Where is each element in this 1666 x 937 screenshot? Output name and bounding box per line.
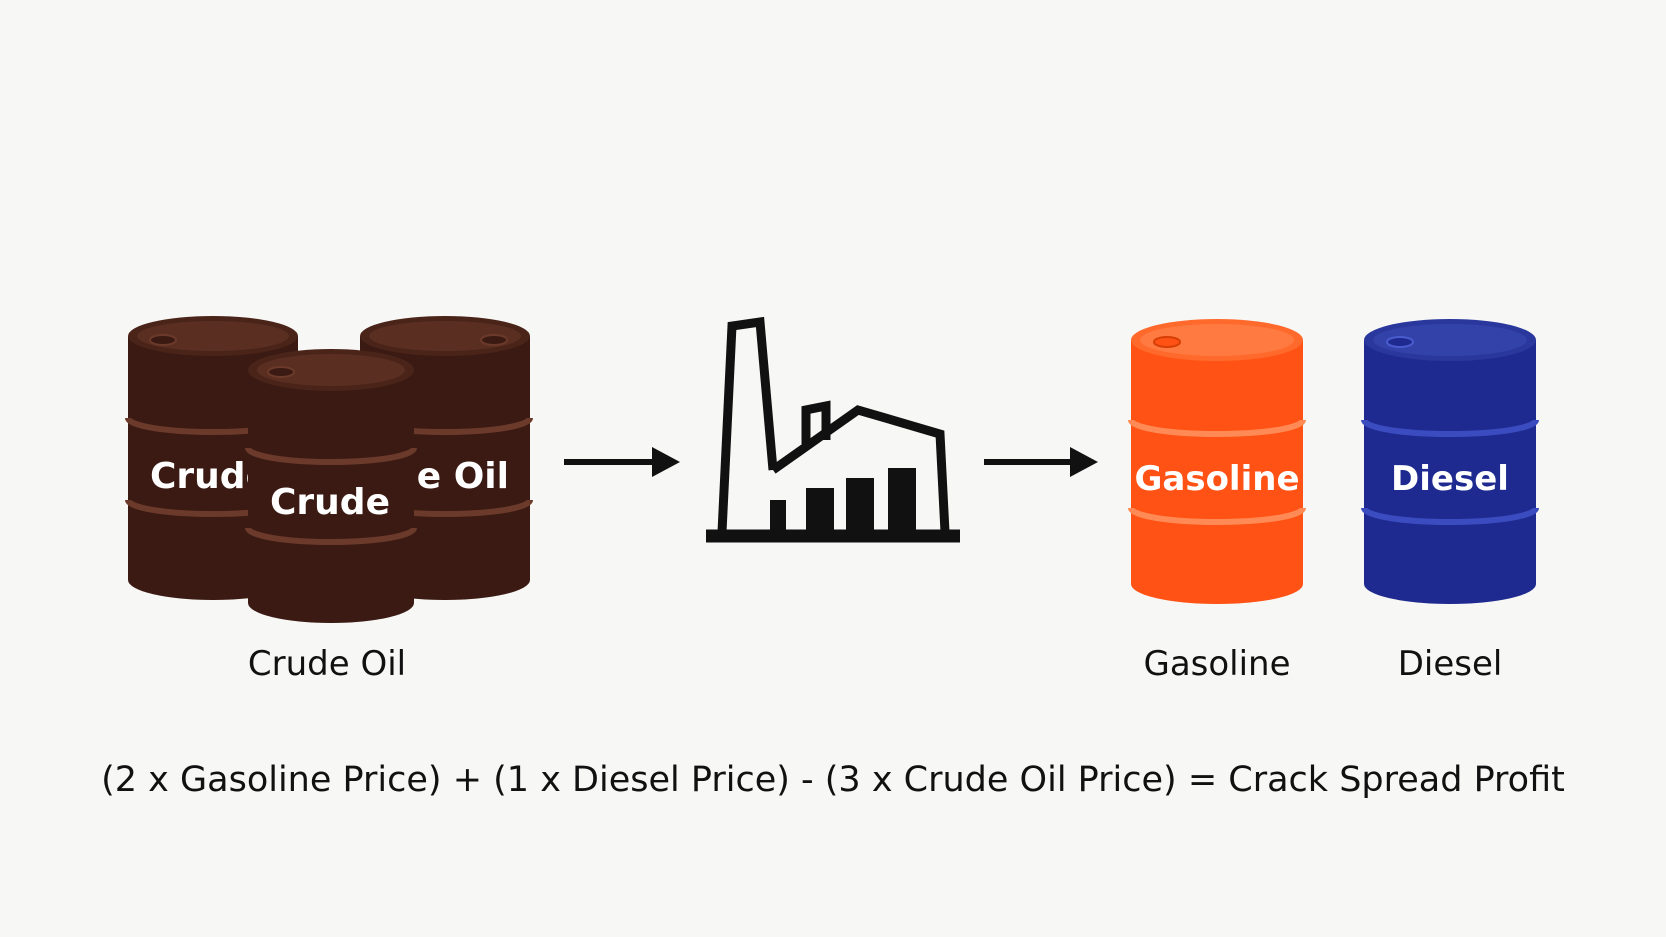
gasoline-barrel: Gasoline — [1128, 319, 1306, 604]
refinery-factory-icon — [706, 316, 960, 543]
diesel-label: Diesel — [1397, 644, 1503, 684]
diesel-barrel-text: Diesel — [1391, 459, 1509, 499]
gasoline-barrel-text: Gasoline — [1134, 459, 1299, 499]
right-arrow-icon — [564, 447, 680, 477]
crude-barrel-front-text: Crude — [270, 482, 390, 523]
gasoline-label: Gasoline — [1143, 644, 1291, 684]
crude-oil-label: Crude Oil — [247, 644, 407, 684]
diesel-barrel: Diesel — [1361, 319, 1539, 604]
crude-barrel-front: Crude — [245, 349, 417, 623]
right-arrow-icon — [984, 447, 1098, 477]
crack-spread-formula: (2 x Gasoline Price) + (1 x Diesel Price… — [101, 760, 1565, 800]
